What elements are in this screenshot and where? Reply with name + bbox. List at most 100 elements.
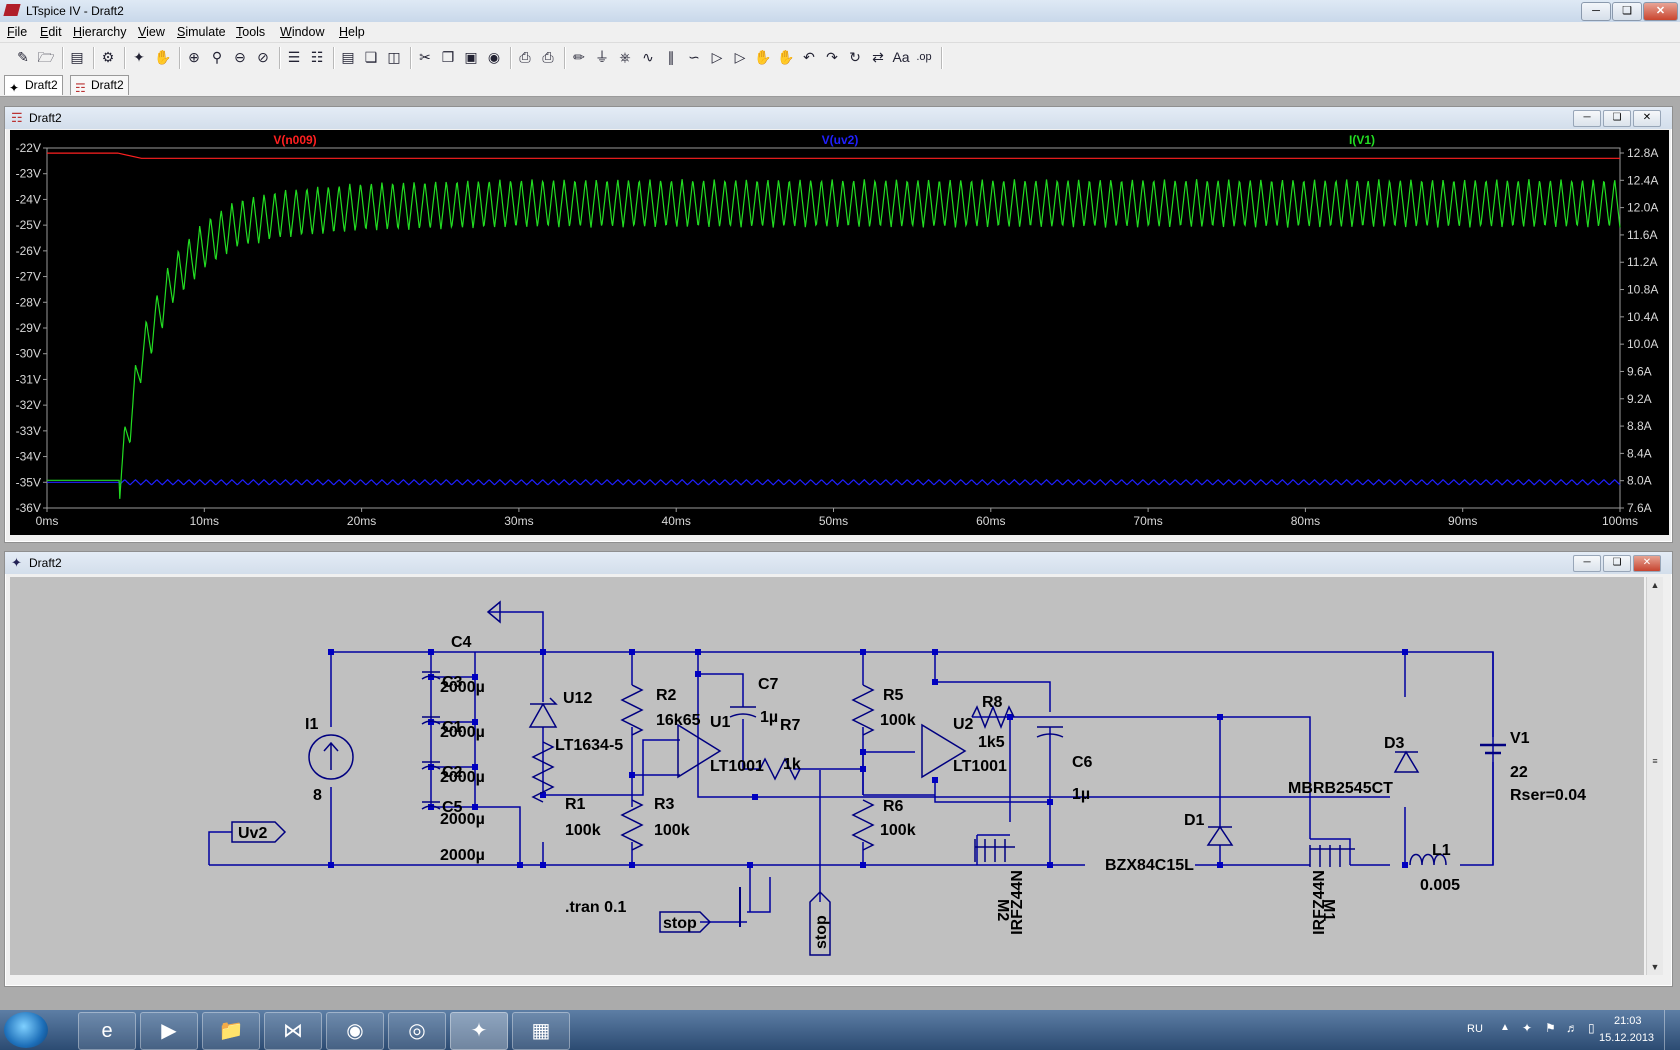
schematic-restore-button[interactable]: ❏: [1603, 555, 1631, 572]
language-indicator[interactable]: RU: [1467, 1023, 1483, 1035]
m1-mosfet-symbol: [1309, 845, 1355, 867]
tray-arrow-icon[interactable]: ▲: [1500, 1022, 1510, 1033]
paste-icon[interactable]: ▣: [464, 49, 478, 65]
network-signal-icon[interactable]: ▯: [1588, 1021, 1595, 1035]
tray-app-icon[interactable]: ✦: [1522, 1021, 1533, 1035]
menu-window[interactable]: Window: [280, 25, 325, 39]
u2-ref: U2: [953, 716, 974, 733]
save-icon[interactable]: ▤: [70, 49, 84, 65]
rotate-icon[interactable]: ↻: [849, 49, 861, 65]
scroll-down-icon[interactable]: ▼: [1650, 962, 1660, 972]
y-right-tick-label: 9.6A: [1627, 364, 1652, 378]
delete-trace-icon[interactable]: ☷: [310, 49, 324, 65]
waveform-restore-button[interactable]: ❏: [1603, 110, 1631, 127]
move-icon[interactable]: ✋: [754, 49, 772, 65]
schematic-minimize-button[interactable]: ─: [1573, 555, 1601, 572]
redo-icon[interactable]: ↷: [826, 49, 838, 65]
new-schematic-icon[interactable]: ✎: [17, 49, 29, 65]
x-tick-label: 20ms: [347, 514, 376, 528]
spice-directive-icon[interactable]: .op: [916, 51, 932, 63]
print-preview-icon[interactable]: ⎙: [519, 49, 531, 65]
autorange-icon[interactable]: ☰: [287, 49, 301, 65]
schematic-close-button[interactable]: ✕: [1633, 555, 1661, 572]
minimize-button[interactable]: ─: [1581, 2, 1611, 21]
waveform-minimize-button[interactable]: ─: [1573, 110, 1601, 127]
zoom-in-icon[interactable]: ⊕: [188, 49, 200, 65]
inductor-icon[interactable]: ∽: [688, 49, 700, 65]
tray-flag-icon[interactable]: ⚑: [1545, 1021, 1556, 1035]
menu-tools[interactable]: Tools: [236, 25, 266, 39]
zoom-out-icon[interactable]: ⊖: [234, 49, 246, 65]
tab-schematic-draft2[interactable]: ✦ Draft2: [4, 75, 63, 95]
waveform-window-titlebar: ☶ Draft2 ─ ❏ ✕: [5, 107, 1672, 129]
find-icon[interactable]: ◉: [487, 49, 501, 65]
diode-icon[interactable]: ▷: [711, 49, 723, 65]
d3-ref: D3: [1384, 735, 1405, 752]
waveform-window-title: Draft2: [29, 111, 62, 125]
copy-icon[interactable]: ❐: [441, 49, 455, 65]
visual-studio-icon[interactable]: ⋈: [264, 1012, 322, 1050]
chrome-icon[interactable]: ◉: [326, 1012, 384, 1050]
r6-resistor-symbol: [851, 799, 875, 851]
mirror-icon[interactable]: ⇄: [872, 49, 884, 65]
tab-waveform-draft2[interactable]: ☶ Draft2: [70, 75, 129, 95]
waveform-close-button[interactable]: ✕: [1633, 110, 1661, 127]
show-desktop-button[interactable]: [1664, 1010, 1679, 1050]
tile-vertical-icon[interactable]: ◫: [387, 49, 401, 65]
resistor-icon[interactable]: ∿: [642, 49, 654, 65]
wire-icon[interactable]: ✏: [573, 49, 585, 65]
x-tick-label: 0ms: [36, 514, 59, 528]
clock-date[interactable]: 15.12.2013: [1599, 1032, 1655, 1044]
zoom-full-icon[interactable]: ⊘: [257, 49, 269, 65]
y-left-tick-label: -24V: [16, 192, 41, 206]
menu-edit[interactable]: Edit: [40, 25, 62, 39]
calculator-icon[interactable]: ▦: [512, 1012, 570, 1050]
menu-help[interactable]: Help: [339, 25, 365, 39]
volume-icon[interactable]: ♬: [1566, 1021, 1578, 1035]
label-net-icon[interactable]: ⎈: [619, 49, 631, 65]
capacitor-icon[interactable]: ∥: [667, 49, 675, 65]
ltspice-icon[interactable]: ✦: [450, 1012, 508, 1050]
explorer-folder-icon[interactable]: 📁: [202, 1012, 260, 1050]
menu-file[interactable]: File: [7, 25, 28, 39]
scroll-up-icon[interactable]: ▲: [1650, 580, 1660, 590]
menu-simulate[interactable]: Simulate: [177, 25, 226, 39]
r3-ref: R3: [654, 796, 675, 813]
print-icon[interactable]: ⎙: [542, 49, 554, 65]
clock-time[interactable]: 21:03: [1614, 1015, 1642, 1027]
text-icon[interactable]: Aa: [892, 49, 910, 65]
ground-icon[interactable]: ⏚: [595, 49, 609, 65]
media-player-icon[interactable]: ▶: [140, 1012, 198, 1050]
u12-reference-symbol: [528, 697, 558, 728]
menu-hierarchy[interactable]: Hierarchy: [73, 25, 127, 39]
open-icon[interactable]: 🗁: [37, 49, 55, 65]
y-right-tick-label: 12.4A: [1627, 173, 1658, 187]
start-button-icon[interactable]: [4, 1012, 48, 1048]
halt-icon[interactable]: ✋: [154, 49, 172, 65]
close-button[interactable]: ✕: [1643, 2, 1678, 21]
schematic-canvas[interactable]: I1 8 C4 2000µ C3 2000µ C1 2000µ C2 2000µ…: [10, 577, 1644, 975]
cut-icon[interactable]: ✂: [419, 49, 431, 65]
schematic-vertical-scrollbar[interactable]: ▲ ≡ ▼: [1646, 577, 1663, 975]
menu-view[interactable]: View: [138, 25, 165, 39]
y-right-tick-label: 12.0A: [1627, 201, 1658, 215]
scrollbar-track[interactable]: [1649, 587, 1660, 957]
waveform-icon: ☶: [11, 110, 23, 125]
network-app-icon[interactable]: ◎: [388, 1012, 446, 1050]
control-panel-icon[interactable]: ⚙: [101, 49, 115, 65]
internet-explorer-icon[interactable]: e: [78, 1012, 136, 1050]
v1-series-resistance: Rser=0.04: [1510, 787, 1586, 804]
undo-icon[interactable]: ↶: [803, 49, 815, 65]
tile-horizontal-icon[interactable]: ▤: [341, 49, 355, 65]
run-icon[interactable]: ✦: [133, 49, 145, 65]
y-right-tick-label: 12.8A: [1627, 146, 1658, 160]
r1-value: 100k: [565, 822, 601, 839]
drag-icon[interactable]: ✋: [777, 49, 795, 65]
restore-button[interactable]: ❏: [1612, 2, 1642, 21]
cascade-icon[interactable]: ❏: [364, 49, 378, 65]
component-icon[interactable]: ▷: [734, 49, 746, 65]
pan-icon[interactable]: ⚲: [211, 49, 223, 65]
c5-value: 2000µ: [440, 847, 485, 864]
